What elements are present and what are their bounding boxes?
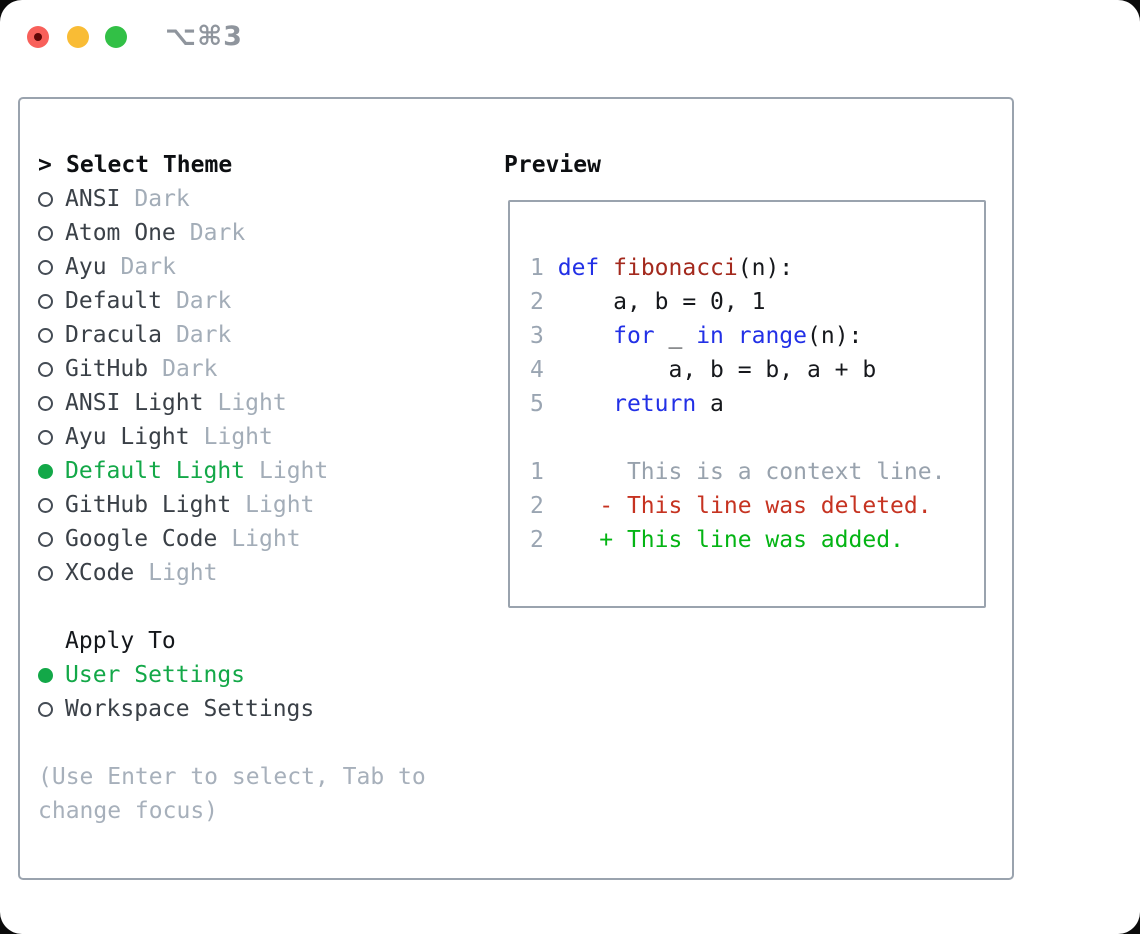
radio-icon xyxy=(38,531,53,547)
select-theme-title: Select Theme xyxy=(66,152,233,178)
radio-icon xyxy=(38,429,53,445)
unsaved-indicator-dot xyxy=(34,33,42,41)
spacer xyxy=(38,590,468,624)
radio-icon xyxy=(38,361,53,377)
radio-icon xyxy=(38,497,53,513)
radio-selected-icon xyxy=(38,463,53,479)
radio-selected-icon xyxy=(38,667,53,683)
code-line: 5 return a xyxy=(530,391,724,417)
apply-option-user-settings[interactable]: User Settings xyxy=(38,658,468,692)
radio-icon xyxy=(38,293,53,309)
code-line: 3 for _ in range(n): xyxy=(530,323,863,349)
select-theme-header: > Select Theme xyxy=(38,148,468,182)
radio-icon xyxy=(38,225,53,241)
minimize-button[interactable] xyxy=(67,26,89,48)
code-line: 4 a, b = b, a + b xyxy=(530,357,877,383)
diff-added-line: 2 + This line was added. xyxy=(530,527,904,553)
radio-icon xyxy=(38,395,53,411)
titlebar: ⌥⌘3 xyxy=(0,0,1140,74)
apply-to-header: Apply To xyxy=(65,628,176,654)
radio-icon xyxy=(38,327,53,343)
blank-line xyxy=(530,421,984,455)
prompt-caret-icon: > xyxy=(38,152,52,178)
radio-icon xyxy=(38,191,53,207)
maximize-button[interactable] xyxy=(105,26,127,48)
radio-icon xyxy=(38,565,53,581)
radio-icon xyxy=(38,259,53,275)
code-line: 2 a, b = 0, 1 xyxy=(530,289,766,315)
apply-option-workspace-settings[interactable]: Workspace Settings xyxy=(38,692,468,726)
code-line: 1 def fibonacci(n): xyxy=(530,255,794,281)
diff-deleted-line: 2 - This line was deleted. xyxy=(530,493,932,519)
diff-context-line: 1 This is a context line. xyxy=(530,459,946,485)
radio-icon xyxy=(38,701,53,717)
close-button[interactable] xyxy=(27,26,49,48)
preview-pane: 1 def fibonacci(n): 2 a, b = 0, 1 3 for … xyxy=(508,200,986,608)
keyboard-hint: (Use Enter to select, Tab to change focu… xyxy=(38,764,426,824)
window-title: ⌥⌘3 xyxy=(165,21,243,52)
preview-title: Preview xyxy=(504,152,601,178)
